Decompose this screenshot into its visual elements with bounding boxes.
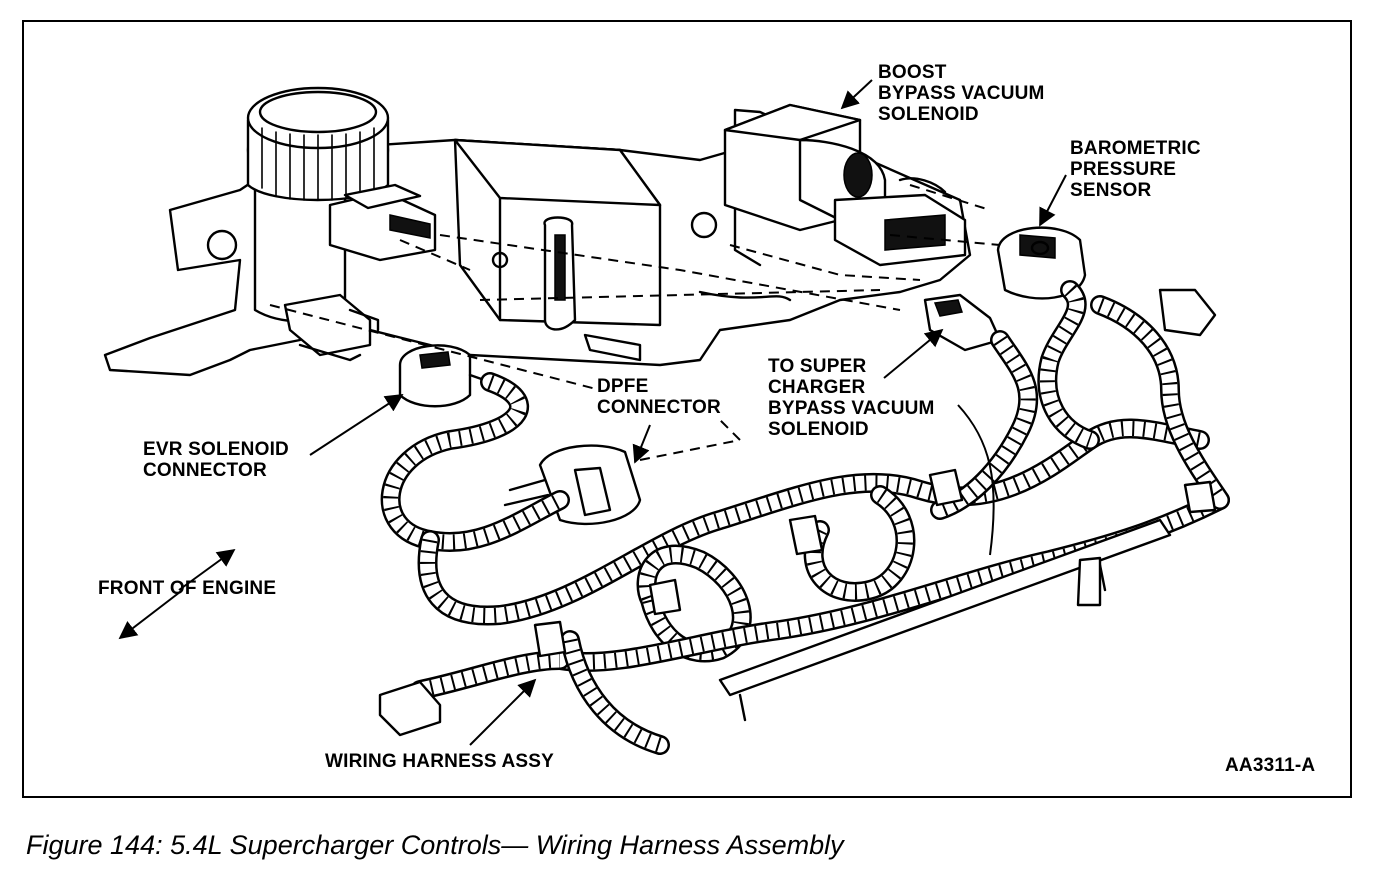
label-line: SENSOR <box>1070 180 1152 201</box>
figure-caption: Figure 144: 5.4L Supercharger Controls— … <box>26 830 844 860</box>
label-line: TO SUPER <box>768 356 867 377</box>
label-line: WIRING HARNESS ASSY <box>325 751 555 772</box>
label-line: DPFE <box>597 376 649 397</box>
label-line: AA3311-A <box>1225 755 1316 776</box>
label-line: PRESSURE <box>1070 159 1177 180</box>
label-line: FRONT OF ENGINE <box>98 578 277 599</box>
label-line: BYPASS VACUUM <box>878 83 1045 104</box>
label-evr-solenoid-connector: EVR SOLENOID CONNECTOR <box>143 439 289 481</box>
label-line: BYPASS VACUUM <box>768 398 935 419</box>
dpfe-sensor <box>453 138 662 362</box>
label-line: BOOST <box>878 62 947 83</box>
label-line: BAROMETRIC <box>1070 138 1201 159</box>
label-to-super-charger-bypass-vacuum-solenoid: TO SUPER CHARGER BYPASS VACUUM SOLENOID <box>768 356 935 440</box>
figure-code: AA3311-A <box>1225 755 1315 776</box>
label-wiring-harness-assy: WIRING HARNESS ASSY <box>325 751 554 772</box>
harness-rail <box>718 518 1172 722</box>
harness-connectors <box>378 288 1217 737</box>
label-line: CHARGER <box>768 377 866 398</box>
boost-bypass-vacuum-solenoid <box>723 103 967 267</box>
label-boost-bypass-vacuum-solenoid: BOOST BYPASS VACUUM SOLENOID <box>878 62 1045 125</box>
figure-frame <box>22 20 1352 798</box>
label-barometric-pressure-sensor: BAROMETRIC PRESSURE SENSOR <box>1070 138 1201 201</box>
label-line: EVR SOLENOID <box>143 439 289 460</box>
label-front-of-engine: FRONT OF ENGINE <box>98 578 276 599</box>
label-line: SOLENOID <box>768 419 869 440</box>
label-line: CONNECTOR <box>597 397 721 418</box>
label-line: CONNECTOR <box>143 460 267 481</box>
routing-dashed-lines <box>269 184 1001 461</box>
label-line: SOLENOID <box>878 104 979 125</box>
leader-lines <box>118 79 1067 746</box>
barometric-pressure-sensor <box>996 226 1087 300</box>
super-charger-connector <box>923 293 1002 352</box>
evr-solenoid-connector-plug <box>398 344 492 408</box>
label-dpfe-connector: DPFE CONNECTOR <box>597 376 721 418</box>
